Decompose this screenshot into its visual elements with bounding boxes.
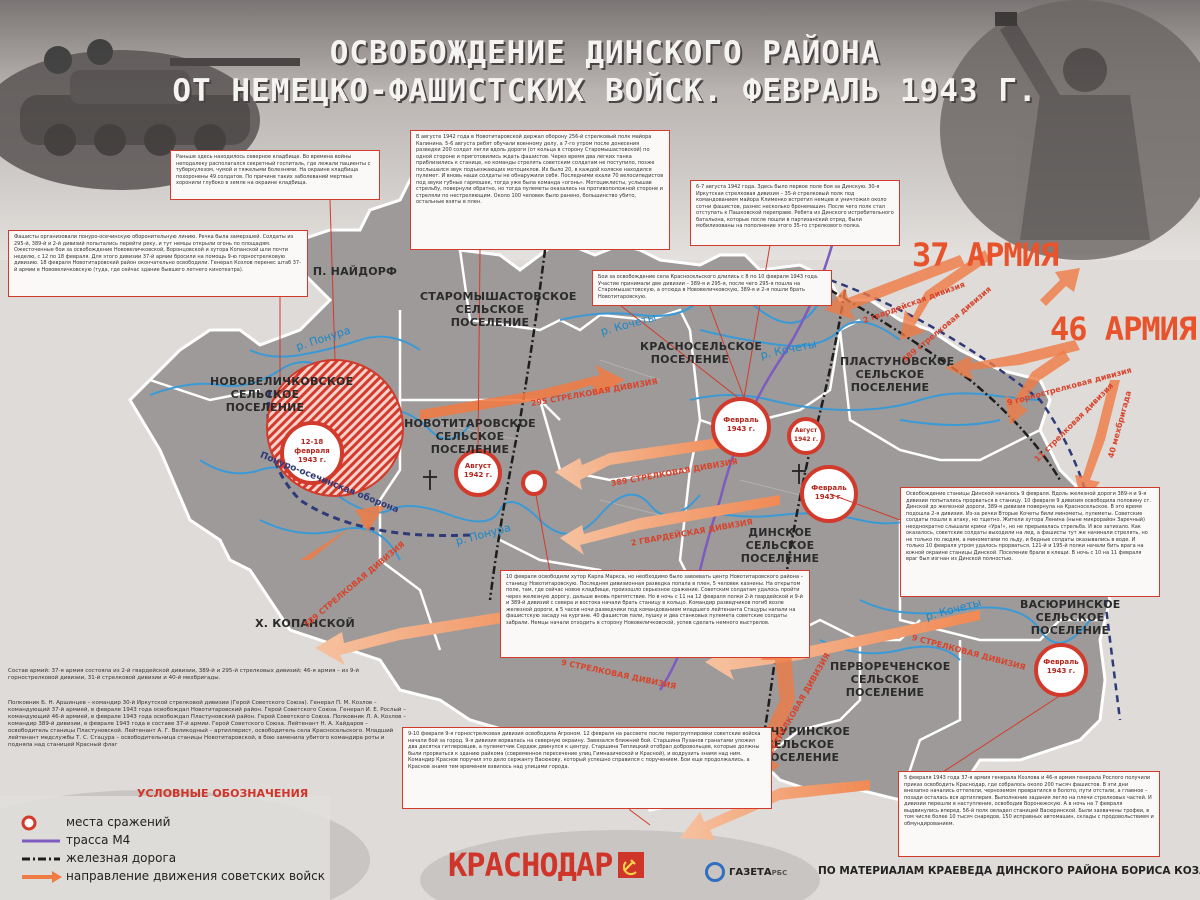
note-karl-marx: 10 февраля освободили хутор Карла Маркса… (500, 570, 810, 658)
gazeta-icon (705, 862, 725, 882)
place-pervorechenskoe: ПЕРВОРЕЧЕНСКОЕ СЕЛЬСКОЕ ПОСЕЛЕНИЕ (830, 660, 951, 699)
gazeta-suffix: РБС (771, 869, 788, 877)
place-staromyshastovskoe: СТАРОМЫШАСТОВСКОЕ СЕЛЬСКОЕ ПОСЕЛЕНИЕ (420, 290, 577, 329)
note-novotitarovskaya-1942: В августе 1942 года в Новотитаровской де… (410, 130, 670, 250)
credit-line: ПО МАТЕРИАЛАМ КРАЕВЕДА ДИНСКОГО РАЙОНА Б… (818, 865, 1200, 877)
railways (488, 249, 1062, 761)
hammer-sickle-icon (618, 852, 644, 878)
arrow-direction-icon (22, 871, 62, 883)
legend-title: УСЛОВНЫЕ ОБОЗНАЧЕНИЯ (137, 787, 309, 800)
note-krasnoselskoe: Бои за освобождение села Красносельского… (592, 270, 832, 306)
note-ponura-defense: Фашисты организовали понуро-осечинскую о… (8, 230, 308, 297)
gazeta-logo: ГАЗЕТАРБС (705, 862, 787, 882)
battle-date-3: Февраль 1943 г. (723, 416, 759, 433)
note-dinskaya-1942: 6-7 августа 1942 года. Здесь было первое… (690, 180, 900, 246)
page-title: ОСВОБОЖДЕНИЕ ДИНСКОГО РАЙОНА ОТ НЕМЕЦКО-… (150, 34, 1060, 110)
place-krasnoselskoe: КРАСНОСЕЛЬСКОЕ ПОСЕЛЕНИЕ (640, 340, 763, 366)
legend-label-4: направление движения советских войск (66, 869, 326, 883)
note-northern-cemetery: Раньше здесь находилось северное кладбищ… (170, 150, 380, 200)
battle-markers (266, 359, 1088, 697)
legend-box (0, 796, 330, 900)
footnote-armies: Состав армий: 37-я армия состояла из 2-й… (8, 668, 359, 681)
note-dinskaya-liberation: Освобождение станицы Динской началось 9 … (900, 487, 1160, 597)
army-37-label: 37 АРМИЯ (912, 236, 1059, 274)
note-vasyurinskaya: 5 февраля 1943 года 37-я армия генерала … (898, 771, 1160, 857)
place-novotitarovskoe: НОВОТИТАРОВСКОЕ СЕЛЬСКОЕ ПОСЕЛЕНИЕ (404, 417, 536, 456)
soldier-photo (940, 0, 1200, 260)
battle-date-5: Февраль 1943 г. (811, 484, 847, 501)
railway-line-icon (22, 857, 60, 861)
legend-label-2: трасса М4 (66, 833, 131, 847)
place-michurinskoe: МИЧУРИНСКОЕ СЕЛЬСКОЕ ПОСЕЛЕНИЕ (750, 725, 851, 764)
cemetery-icons (423, 464, 806, 490)
title-line-2: ОТ НЕМЕЦКО-ФАШИСТСКИХ ВОЙСК. ФЕВРАЛЬ 194… (172, 73, 1038, 109)
place-novovelichkovskoe: НОВОВЕЛИЧКОВСКОЕ СЕЛЬСКОЕ ПОСЕЛЕНИЕ (210, 375, 354, 414)
gazeta-name: ГАЗЕТА (729, 867, 772, 878)
place-plastunovskoe: ПЛАСТУНОВСКОЕ СЕЛЬСКОЕ ПОСЕЛЕНИЕ (840, 355, 955, 394)
note-agronom: 9-10 февраля 9-я горнострелковая дивизия… (402, 727, 772, 809)
battle-date-4: Август 1942 г. (793, 427, 819, 443)
army-46-label: 46 АРМИЯ (1050, 310, 1197, 348)
tank-soldiers-photo (0, 39, 300, 190)
legend-label-1: места сражений (66, 815, 171, 829)
m4-line-icon (22, 839, 60, 843)
place-kopanskoy: Х. КОПАНСКОЙ (255, 617, 355, 630)
place-dinskoe: ДИНСКОЕ СЕЛЬСКОЕ ПОСЕЛЕНИЕ (740, 526, 820, 565)
footnote-commanders: Полковник Б. Н. Аршинцев – командир 30-й… (8, 700, 406, 748)
place-vasyurinskoe: ВАСЮРИНСКОЕ СЕЛЬСКОЕ ПОСЕЛЕНИЕ (1020, 598, 1121, 637)
battle-date-2: Август 1942 г. (463, 462, 493, 479)
battle-date-1: 12-18 февраля 1943 г. (294, 438, 330, 464)
place-naydorf: П. НАЙДОРФ (312, 265, 398, 278)
title-line-1: ОСВОБОЖДЕНИЕ ДИНСКОГО РАЙОНА (329, 35, 881, 71)
legend-label-3: железная дорога (66, 851, 177, 865)
battle-place-icon (21, 815, 37, 831)
battle-date-6: Февраль 1943 г. (1043, 658, 1079, 675)
city-krasnodar: КРАСНОДАР (448, 846, 613, 884)
